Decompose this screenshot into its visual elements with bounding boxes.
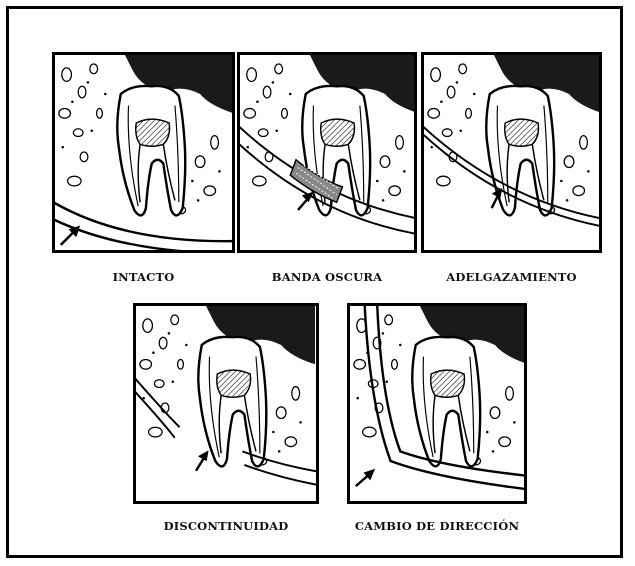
- tooth-illustration-cambio-de-direccion: [350, 306, 524, 501]
- caption-discontinuidad: DISCONTINUIDAD: [133, 519, 319, 533]
- arrow-icon: [298, 192, 313, 210]
- caption-banda-oscura: BANDA OSCURA: [237, 270, 417, 284]
- panel-discontinuidad: [133, 303, 319, 504]
- arrow-icon: [61, 226, 80, 245]
- panel-adelgazamiento: [421, 52, 602, 253]
- caption-adelgazamiento: ADELGAZAMIENTO: [421, 270, 602, 284]
- panel-banda-oscura: [237, 52, 417, 253]
- arrow-icon: [356, 469, 375, 486]
- panel-intacto: [52, 52, 235, 253]
- tooth-illustration-intacto: [55, 55, 232, 250]
- tooth-illustration-adelgazamiento: [424, 55, 599, 250]
- tooth-illustration-banda-oscura: [240, 55, 414, 250]
- arrow-icon: [196, 450, 209, 470]
- caption-intacto: INTACTO: [52, 270, 235, 284]
- tooth-illustration-discontinuidad: [136, 306, 316, 501]
- panel-cambio-de-direccion: [347, 303, 527, 504]
- caption-cambio-de-direccion: CAMBIO DE DIRECCIÓN: [347, 519, 527, 533]
